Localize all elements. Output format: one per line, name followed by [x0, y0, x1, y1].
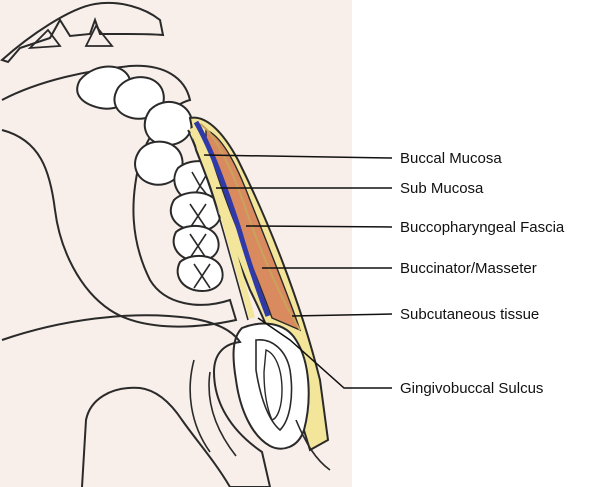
leader-line-buccopharyngeal-fascia: [246, 226, 392, 227]
tooth-inner-4: [178, 256, 223, 291]
label-sub-mucosa: Sub Mucosa: [400, 180, 484, 197]
tooth-outer-3: [145, 102, 192, 145]
label-subcutaneous-tissue: Subcutaneous tissue: [400, 306, 539, 323]
label-gingivobuccal-sulcus: Gingivobuccal Sulcus: [400, 380, 543, 397]
label-buccal-mucosa: Buccal Mucosa: [400, 150, 502, 167]
label-buccinator-masseter: Buccinator/Masseter: [400, 260, 537, 277]
label-buccopharyngeal-fascia: Buccopharyngeal Fascia: [400, 219, 565, 236]
